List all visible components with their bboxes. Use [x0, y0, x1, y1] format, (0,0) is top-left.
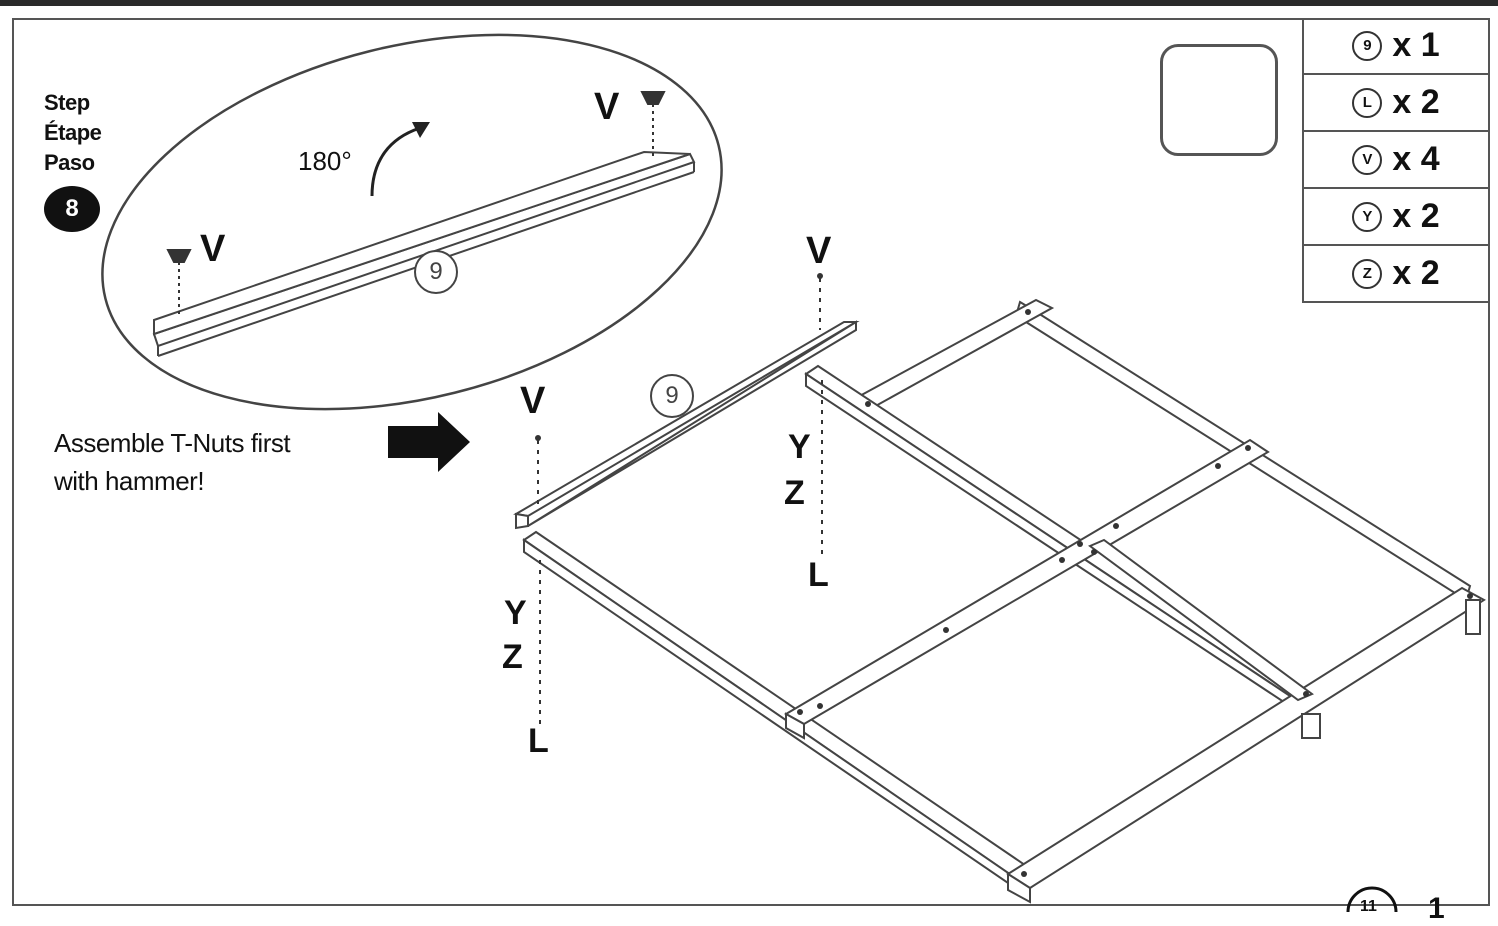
right-fastener-v: V — [806, 230, 832, 272]
parts-row: Z x 2 — [1302, 246, 1490, 303]
corner-part-id: 11 — [1360, 898, 1377, 915]
step-number-badge: 8 — [44, 186, 100, 232]
inset-part-callout: 9 — [414, 250, 458, 294]
part-quantity: x 2 — [1392, 83, 1440, 121]
step-label-es: Paso — [44, 150, 95, 175]
part-id-badge: L — [1352, 87, 1383, 118]
left-fastener-y: Y — [504, 594, 527, 632]
rotation-angle-label: 180° — [298, 146, 352, 176]
bolt-holes — [535, 273, 1473, 877]
rotation-arrow — [370, 126, 421, 197]
parts-row: Y x 2 — [1302, 189, 1490, 246]
right-rail-l: L — [808, 556, 829, 594]
parts-row: L x 2 — [1302, 75, 1490, 132]
part-id-badge: V — [1352, 144, 1383, 175]
part-quantity: x 2 — [1392, 254, 1440, 292]
part-quantity: x 2 — [1392, 197, 1440, 235]
inset-fastener-left: V — [200, 228, 226, 270]
corner-part-qty: 1 — [1428, 892, 1445, 925]
right-fastener-y: Y — [788, 428, 811, 466]
step-label-en: Step — [44, 90, 90, 115]
right-fastener-z: Z — [784, 474, 805, 512]
left-fastener-z: Z — [502, 638, 523, 676]
parts-row: V x 4 — [1302, 132, 1490, 189]
tool-box — [1160, 44, 1278, 156]
note-line-1: Assemble T-Nuts first — [54, 428, 291, 458]
part-quantity: x 4 — [1392, 140, 1440, 178]
part-id-badge: Z — [1352, 258, 1383, 289]
inset-screw-left — [166, 249, 192, 316]
corner-part-circle — [1346, 886, 1398, 912]
step-label-fr: Étape — [44, 120, 102, 145]
part-id-badge: 9 — [1352, 30, 1383, 61]
inset-ellipse — [101, 33, 723, 411]
left-rail-l: L — [528, 722, 549, 760]
fastener-guides — [537, 278, 823, 730]
note-line-2: with hammer! — [54, 466, 205, 496]
left-fastener-v: V — [520, 380, 546, 422]
main-part-callout: 9 — [650, 374, 694, 418]
part-quantity: x 1 — [1392, 26, 1440, 64]
bed-frame — [513, 298, 1486, 904]
parts-table: 9 x 1 L x 2 V x 4 Y x 2 Z x 2 — [1302, 18, 1490, 303]
inset-screw-right — [640, 91, 666, 160]
diagram-frame — [12, 18, 1490, 906]
inset-fastener-right: V — [594, 86, 620, 128]
pointer-arrow — [388, 412, 470, 472]
assembly-note: Assemble T-Nuts first with hammer! — [54, 424, 291, 500]
part-id-badge: Y — [1352, 201, 1383, 232]
page-top-border — [0, 0, 1498, 6]
parts-row: 9 x 1 — [1302, 18, 1490, 75]
